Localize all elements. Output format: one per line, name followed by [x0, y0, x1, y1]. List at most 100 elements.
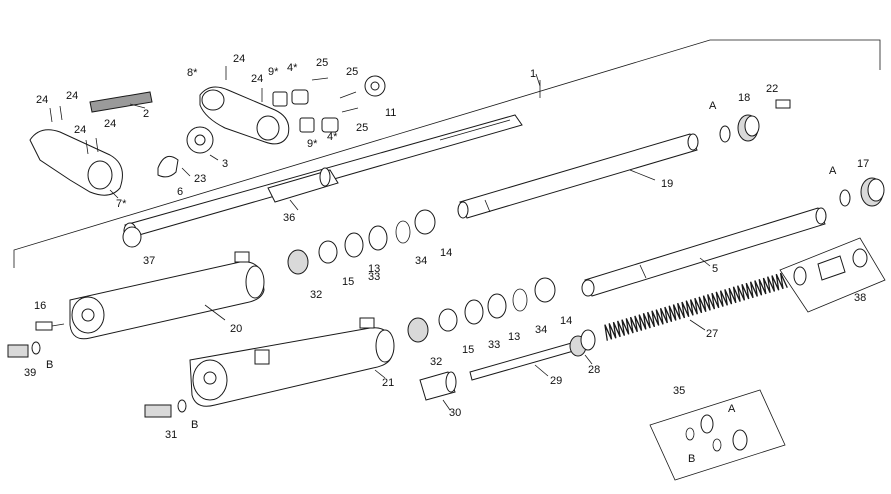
part-2-pin — [89, 91, 153, 113]
label-13-lower: 13 — [508, 331, 520, 343]
label-37: 37 — [143, 255, 155, 267]
label-9-upper: 9* — [268, 66, 279, 78]
part-33-washer-upper — [344, 232, 364, 258]
part-9-clamp — [272, 91, 315, 133]
label-19: 19 — [661, 178, 673, 190]
label-A-1: A — [709, 100, 717, 112]
assembly-bracket — [13, 39, 881, 268]
part-37-bushing — [122, 226, 142, 248]
part-27-spring — [604, 272, 788, 341]
label-35: 35 — [673, 385, 685, 397]
label-7: 7* — [116, 198, 127, 210]
part-17-cap — [860, 177, 885, 207]
label-6: 6 — [177, 186, 183, 198]
label-9-lower: 9* — [307, 138, 318, 150]
leader-lines — [109, 73, 711, 411]
part-38-kit — [779, 237, 886, 313]
label-24-b: 24 — [66, 90, 78, 102]
label-28: 28 — [588, 364, 600, 376]
label-14-upper: 14 — [440, 247, 452, 259]
part-25-bolts — [311, 77, 359, 113]
part-4-clamp — [291, 89, 339, 133]
label-15-upper: 15 — [342, 276, 354, 288]
label-1: 1 — [530, 68, 536, 80]
part-14-seal-upper — [414, 209, 436, 235]
label-25-c: 25 — [356, 122, 368, 134]
part-30-bushing — [419, 371, 457, 401]
label-14-lower: 14 — [560, 315, 572, 327]
label-24-c: 24 — [74, 124, 86, 136]
label-38: 38 — [854, 292, 866, 304]
part-39-bolt — [7, 341, 41, 358]
label-29: 29 — [550, 375, 562, 387]
label-20: 20 — [230, 323, 242, 335]
label-25-a: 25 — [316, 57, 328, 69]
label-4-upper: 4* — [287, 62, 298, 74]
part-34-clip-upper — [395, 220, 411, 244]
label-34-lower: 34 — [535, 324, 547, 336]
label-32-lower: 32 — [430, 356, 442, 368]
part-19-fork-tube — [457, 133, 699, 219]
part-11-nut — [364, 75, 386, 97]
label-27: 27 — [706, 328, 718, 340]
label-11: 11 — [385, 107, 396, 119]
label-24-a: 24 — [36, 94, 48, 106]
label-8: 8* — [187, 67, 198, 79]
label-A-3: A — [728, 403, 736, 415]
label-22: 22 — [766, 83, 778, 95]
label-33-upper: 33 — [368, 271, 380, 283]
part-35-kit — [649, 389, 786, 481]
label-3: 3 — [222, 158, 228, 170]
part-7-bracket — [29, 129, 123, 196]
part-15-bush-lower — [438, 308, 458, 332]
part-A-washers — [719, 125, 851, 207]
label-18: 18 — [738, 92, 750, 104]
part-14-seal-lower — [534, 277, 556, 303]
label-30: 30 — [449, 407, 461, 419]
label-4-lower: 4* — [327, 131, 338, 143]
part-15-bush-upper — [318, 240, 338, 264]
part-21-slider — [189, 317, 395, 407]
part-5-fork-tube — [581, 207, 827, 297]
part-32-seal-upper — [287, 249, 309, 275]
part-16-bolt — [35, 321, 65, 331]
part-3-nut — [186, 126, 214, 154]
label-24-d: 24 — [104, 118, 116, 130]
label-31: 31 — [165, 429, 177, 441]
label-21: 21 — [382, 377, 394, 389]
label-5: 5 — [712, 263, 718, 275]
label-13-upper: 13 — [368, 263, 380, 275]
part-33-washer-lower — [464, 299, 484, 325]
part-20-slider — [69, 251, 265, 340]
label-32-upper: 32 — [310, 289, 322, 301]
part-31-bolt — [144, 399, 187, 418]
part-22-screw — [775, 99, 791, 109]
part-8-triple-clamp — [199, 86, 290, 145]
label-24-e: 24 — [233, 53, 245, 65]
part-18-cap — [737, 114, 760, 142]
label-15-lower: 15 — [462, 344, 474, 356]
label-17: 17 — [857, 158, 869, 170]
label-B-3: B — [688, 453, 695, 465]
part-13-ring-lower — [487, 293, 507, 319]
label-34-upper: 34 — [415, 255, 427, 267]
label-39: 39 — [24, 367, 36, 379]
label-A-2: A — [829, 165, 837, 177]
label-25-b: 25 — [346, 66, 358, 78]
label-24-f: 24 — [251, 73, 263, 85]
label-36: 36 — [283, 212, 295, 224]
label-B-2: B — [191, 419, 198, 431]
part-28-piston — [569, 329, 596, 357]
label-2: 2 — [143, 108, 149, 120]
label-16: 16 — [34, 300, 46, 312]
part-13-ring-upper — [368, 225, 388, 251]
part-24-screws — [49, 66, 263, 155]
label-33-lower: 33 — [488, 339, 500, 351]
label-B-1: B — [46, 359, 53, 371]
part-36-inner-tube — [123, 114, 523, 240]
part-34-clip-lower — [512, 288, 528, 312]
label-23: 23 — [194, 173, 206, 185]
part-labels: 1 2 3 4* 4* 5 6 7* 8* 9* 9* 11 13 13 14 … — [24, 53, 869, 465]
part-6-clip — [157, 155, 179, 178]
